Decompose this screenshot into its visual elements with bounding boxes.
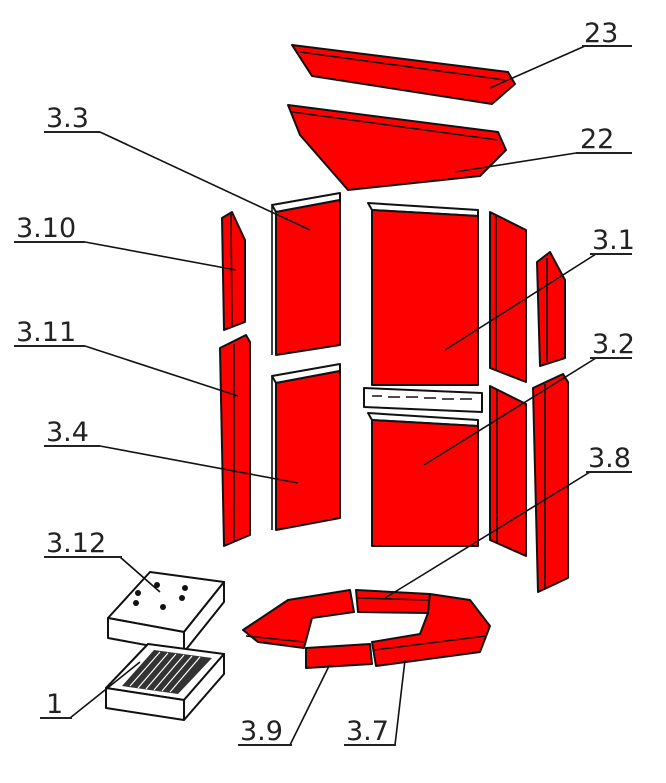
part-3-2-lower-back-panel — [367, 412, 479, 547]
part-3-10-left-upper-strip — [221, 211, 246, 331]
leader-3-12 — [119, 556, 161, 593]
label-22: 22 — [580, 124, 614, 155]
part-3-1-upper-back-panel — [367, 202, 479, 386]
part-3-3-upper-left-panel — [271, 192, 341, 356]
leader-3-9 — [289, 663, 331, 746]
leader-3-8 — [384, 471, 591, 599]
label-3-10: 3.10 — [16, 213, 76, 244]
leader-3-11 — [84, 345, 239, 397]
leader-23 — [489, 45, 586, 89]
part-3-8-floor-back — [355, 589, 431, 614]
part-23-top-baffle — [291, 44, 516, 105]
leader-3-10 — [84, 241, 237, 271]
label-3-8: 3.8 — [588, 443, 631, 474]
leader-3-1 — [444, 253, 597, 351]
label-3-9: 3.9 — [240, 716, 283, 747]
leader-1 — [69, 661, 141, 719]
label-3-12: 3.12 — [46, 528, 106, 559]
part-3-7-floor-right — [371, 593, 491, 667]
part-right-upper-side-strip — [489, 211, 527, 383]
label-3-11: 3.11 — [16, 317, 76, 348]
part-3-4-lower-left-panel — [271, 363, 341, 531]
leader-22 — [454, 152, 577, 173]
leader-3-4 — [99, 445, 299, 484]
part-right-lower-side-strip — [489, 385, 527, 557]
part-1-grate-tray — [105, 643, 225, 721]
part-3-12-ash-plate — [107, 571, 225, 653]
part-right-lower-long-strip — [532, 373, 569, 593]
part-3-9-floor-front — [305, 643, 373, 669]
label-3-2: 3.2 — [592, 329, 635, 360]
label-3-7: 3.7 — [346, 716, 389, 747]
label-3-4: 3.4 — [46, 417, 89, 448]
part-3-11-left-long-strip — [219, 334, 251, 547]
label-23: 23 — [584, 18, 618, 49]
label-3-1: 3.1 — [592, 225, 635, 256]
label-1: 1 — [46, 689, 63, 720]
leader-3-7 — [394, 659, 406, 746]
leader-3-2 — [423, 357, 597, 466]
part-3-9-floor-left — [242, 589, 355, 649]
part-22-baffle — [287, 104, 507, 191]
air-vent-bar — [363, 387, 483, 413]
leader-3-3 — [99, 131, 311, 231]
label-3-3: 3.3 — [46, 103, 89, 134]
part-right-upper-small-strip — [536, 251, 566, 367]
